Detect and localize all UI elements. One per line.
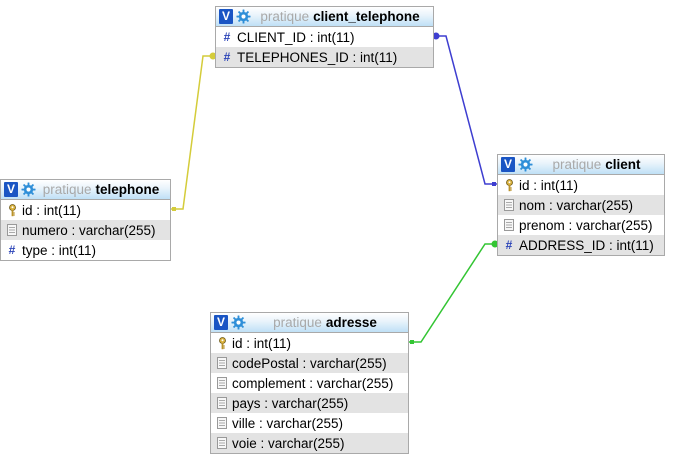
column-row[interactable]: nom : varchar(255) — [498, 195, 664, 215]
column-label: id : int(11) — [232, 335, 292, 351]
gear-icon[interactable] — [21, 182, 36, 197]
database-name: pratique — [260, 9, 310, 24]
column-row[interactable]: ville : varchar(255) — [211, 413, 408, 433]
column-label: id : int(11) — [22, 202, 82, 218]
primary-key-marker — [492, 182, 496, 186]
text-field-icon — [503, 199, 515, 211]
primary-key-icon — [503, 178, 515, 192]
column-row[interactable]: prenom : varchar(255) — [498, 215, 664, 235]
column-row[interactable]: numero : varchar(255) — [1, 220, 170, 240]
relation-line — [409, 243, 497, 343]
column-label: pays : varchar(255) — [232, 395, 349, 411]
text-field-icon — [6, 224, 18, 236]
column-label: prenom : varchar(255) — [519, 217, 653, 233]
column-label: type : int(11) — [22, 242, 97, 258]
column-label: numero : varchar(255) — [22, 222, 156, 238]
gear-icon[interactable] — [236, 9, 251, 24]
relation-line — [434, 35, 497, 185]
column-label: ADDRESS_ID : int(11) — [519, 237, 654, 253]
text-field-icon — [216, 357, 228, 369]
gear-icon[interactable] — [231, 315, 246, 330]
column-row[interactable]: id : int(11) — [1, 200, 170, 220]
column-label: ville : varchar(255) — [232, 415, 344, 431]
column-label: codePostal : varchar(255) — [232, 355, 387, 371]
primary-key-marker — [172, 207, 176, 211]
toggle-v-icon[interactable]: V — [214, 315, 228, 330]
table-name: telephone — [95, 182, 160, 197]
column-row[interactable]: # TELEPHONES_ID : int(11) — [216, 47, 433, 67]
column-label: nom : varchar(255) — [519, 197, 634, 213]
column-row[interactable]: # ADDRESS_ID : int(11) — [498, 235, 664, 255]
column-label: TELEPHONES_ID : int(11) — [237, 49, 398, 65]
primary-key-marker — [410, 340, 414, 344]
column-row[interactable]: complement : varchar(255) — [211, 373, 408, 393]
text-field-icon — [216, 377, 228, 389]
column-label: voie : varchar(255) — [232, 435, 345, 451]
column-row[interactable]: pays : varchar(255) — [211, 393, 408, 413]
gear-icon[interactable] — [518, 157, 533, 172]
hash-icon: # — [223, 50, 231, 64]
text-field-icon — [216, 417, 228, 429]
toggle-v-icon[interactable]: V — [219, 9, 233, 24]
database-name: pratique — [42, 182, 92, 197]
column-row[interactable]: id : int(11) — [211, 333, 408, 353]
column-row[interactable]: voie : varchar(255) — [211, 433, 408, 453]
hash-icon: # — [8, 243, 16, 257]
table-name: adresse — [325, 315, 377, 330]
database-name: pratique — [552, 157, 602, 172]
column-label: complement : varchar(255) — [232, 375, 394, 391]
foreign-key-marker — [491, 240, 499, 248]
table-name: client_telephone — [313, 9, 420, 24]
foreign-key-marker — [432, 32, 440, 40]
column-row[interactable]: # type : int(11) — [1, 240, 170, 260]
column-row[interactable]: id : int(11) — [498, 175, 664, 195]
primary-key-icon — [216, 336, 228, 350]
relation-line — [171, 55, 215, 210]
hash-icon: # — [223, 30, 231, 44]
text-field-icon — [216, 397, 228, 409]
table-name: client — [605, 157, 641, 172]
column-label: id : int(11) — [519, 177, 579, 193]
primary-key-icon — [6, 203, 18, 217]
column-row[interactable]: # CLIENT_ID : int(11) — [216, 27, 433, 47]
hash-icon: # — [505, 238, 513, 252]
text-field-icon — [503, 219, 515, 231]
toggle-v-icon[interactable]: V — [501, 157, 515, 172]
text-field-icon — [216, 437, 228, 449]
database-name: pratique — [273, 315, 322, 330]
foreign-key-marker — [209, 52, 217, 60]
toggle-v-icon[interactable]: V — [4, 182, 18, 197]
column-row[interactable]: codePostal : varchar(255) — [211, 353, 408, 373]
column-label: CLIENT_ID : int(11) — [237, 29, 355, 45]
